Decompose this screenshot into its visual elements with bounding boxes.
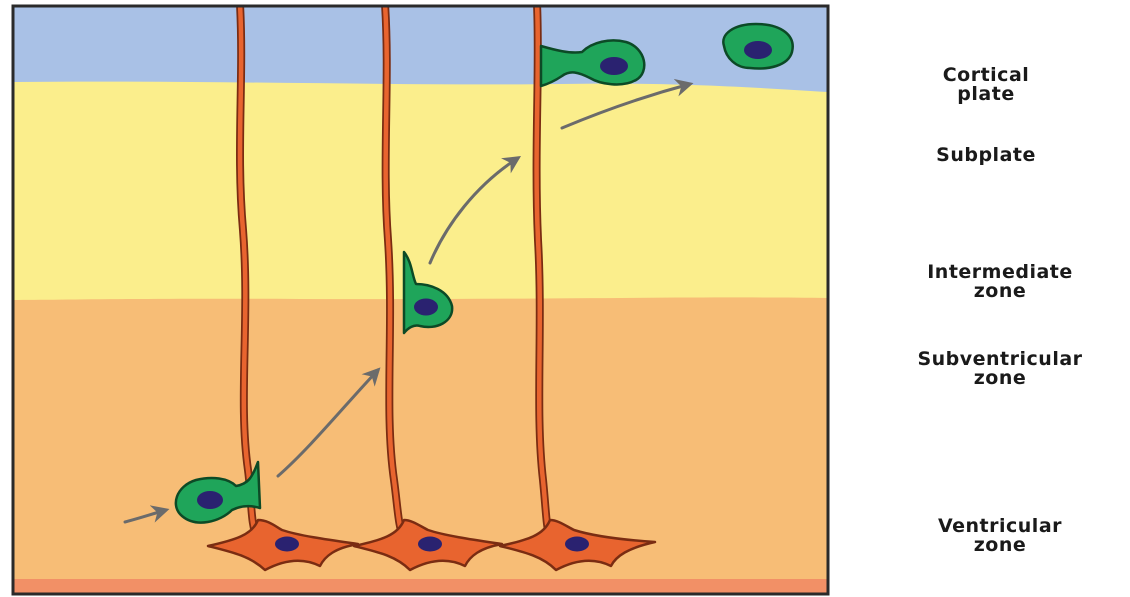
label-subventricular-zone: Subventricular zone: [880, 350, 1120, 388]
label-subplate: Subplate: [866, 146, 1106, 165]
neuron-cortical-plate: [723, 24, 792, 68]
nucleus: [418, 537, 442, 552]
nucleus: [275, 537, 299, 552]
label-intermediate-zone: Intermediate zone: [880, 263, 1120, 301]
nucleus: [565, 537, 589, 552]
cortical-plate-band: [13, 6, 828, 92]
nucleus: [197, 491, 223, 509]
label-ventricular-zone: Ventricular zone: [880, 517, 1120, 555]
label-cortical-plate: Cortical plate: [866, 66, 1106, 104]
nucleus: [600, 57, 628, 75]
subplate-band: [13, 80, 828, 300]
nucleus: [414, 299, 438, 316]
nucleus: [744, 41, 772, 59]
